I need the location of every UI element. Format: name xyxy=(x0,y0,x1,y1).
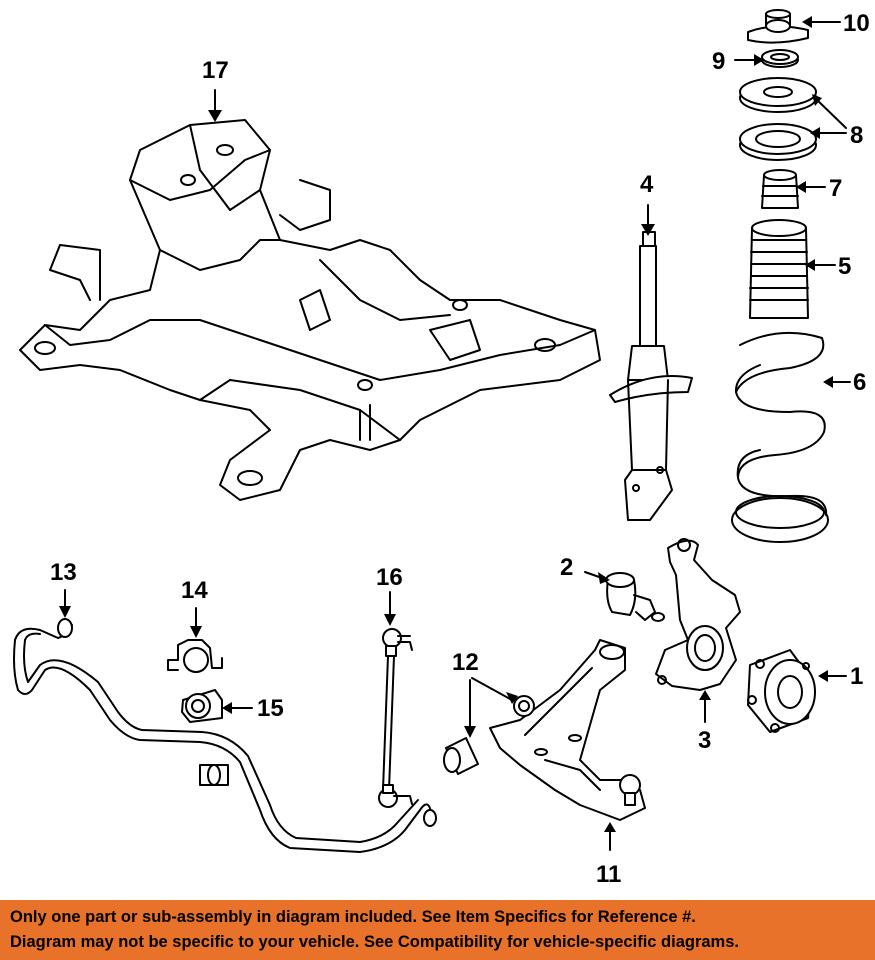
callout-6: 6 xyxy=(853,369,866,396)
callout-17: 17 xyxy=(202,57,229,84)
callout-3: 3 xyxy=(698,727,711,754)
callout-8: 8 xyxy=(850,122,863,149)
top-mount-part-10 xyxy=(747,9,841,44)
callout-2: 2 xyxy=(560,554,573,581)
callout-10: 10 xyxy=(843,10,870,37)
dust-boot-part-5 xyxy=(749,219,836,319)
bushing-part-12 xyxy=(443,677,535,775)
callout-15: 15 xyxy=(257,695,284,722)
bushing-part-15 xyxy=(181,689,253,723)
callout-11: 11 xyxy=(596,861,621,888)
callout-1: 1 xyxy=(850,663,863,690)
knuckle-part-3 xyxy=(655,538,741,723)
bump-stop-part-7 xyxy=(761,169,826,209)
strut-part-4 xyxy=(609,204,693,521)
stabilizer-bar-part-13 xyxy=(13,589,437,853)
callout-13: 13 xyxy=(50,559,77,586)
coil-spring-part-6 xyxy=(731,331,851,543)
callout-5: 5 xyxy=(838,253,851,280)
callout-12: 12 xyxy=(452,649,479,676)
suspension-parts-diagram: 1 2 3 4 5 6 7 8 9 10 11 12 13 14 15 16 1… xyxy=(13,9,870,888)
stabilizer-link-part-16 xyxy=(378,591,413,808)
ball-joint-part-2 xyxy=(584,571,665,622)
callout-14: 14 xyxy=(181,577,208,604)
bearing-part-9 xyxy=(734,49,799,68)
disclaimer-line-1: Only one part or sub-assembly in diagram… xyxy=(10,908,696,926)
callout-9: 9 xyxy=(712,48,725,75)
callout-7: 7 xyxy=(829,175,842,202)
spring-seat-part-8 xyxy=(739,77,847,161)
hub-part-1 xyxy=(747,649,847,733)
subframe-part-17 xyxy=(19,89,601,501)
callout-4: 4 xyxy=(640,171,654,198)
callout-16: 16 xyxy=(376,564,403,591)
clamp-part-14 xyxy=(167,607,223,673)
disclaimer-line-2: Diagram may not be specific to your vehi… xyxy=(10,933,739,951)
control-arm-part-11 xyxy=(489,639,646,851)
disclaimer-banner: Only one part or sub-assembly in diagram… xyxy=(0,900,875,960)
